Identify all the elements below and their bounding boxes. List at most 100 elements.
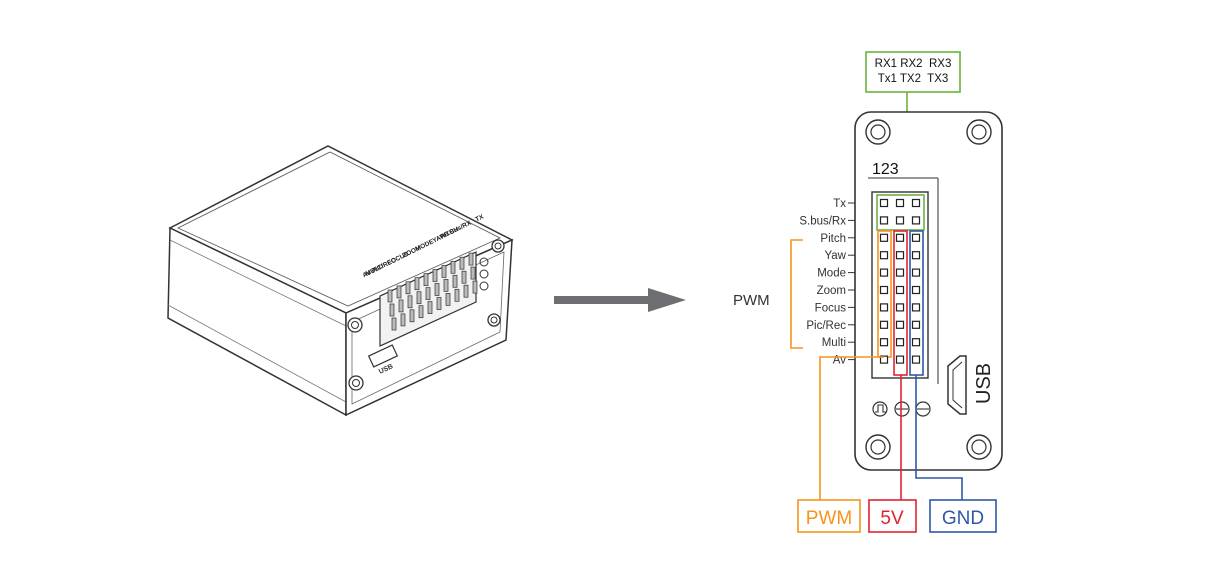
column-numbers: 123 [872, 161, 899, 178]
device-pin [407, 295, 413, 309]
device-pin [396, 285, 402, 299]
device-pin [463, 284, 469, 298]
plus-symbol-icon [479, 269, 489, 279]
device-pin [454, 288, 460, 302]
device-usb-port [367, 344, 399, 368]
device-pin [398, 299, 404, 313]
device-pin [452, 274, 458, 288]
pin-square [911, 233, 921, 242]
uart-tx-row: Tx1 TX2 TX3 [878, 73, 949, 85]
usb-label: USB [973, 363, 995, 404]
device-pin [414, 277, 420, 291]
device-pin [387, 289, 393, 303]
pin-square [895, 355, 905, 364]
device-pin [461, 270, 467, 284]
power-output-box [868, 499, 917, 533]
pin-row-label: Zoom [817, 285, 846, 297]
pwm-output-label: PWM [806, 508, 852, 529]
pin-row-label: Focus [815, 302, 847, 314]
device-pin [425, 287, 431, 300]
device-silk-label: AV [362, 269, 373, 279]
pin-square [895, 285, 905, 295]
pwm-group-label: PWM [733, 292, 770, 309]
uart-rx-row: RX1 RX2 RX3 [875, 58, 952, 70]
screw-icon [347, 317, 363, 333]
pin-square [911, 338, 921, 347]
minus-symbol-icon [915, 401, 931, 417]
pin-square [895, 268, 905, 277]
mounting-hole-icon [865, 434, 891, 460]
device-pin [400, 313, 406, 327]
uart-pin-group [876, 194, 925, 231]
screw-icon [487, 313, 501, 327]
pin-row-label: Pitch [820, 233, 846, 245]
pin-square [879, 355, 889, 364]
direction-arrow-icon [554, 288, 686, 312]
pin-square [895, 233, 905, 242]
device-pin [443, 279, 449, 292]
pin-square [911, 285, 921, 295]
pin-square [879, 285, 889, 295]
device-pin [441, 265, 447, 278]
ground-output-box [929, 499, 997, 533]
pin-square [879, 198, 889, 208]
usb-port-icon [947, 355, 967, 415]
pin-row-label: Pic/Rec [806, 320, 846, 332]
device-pin [472, 280, 478, 294]
pin-square [895, 303, 905, 312]
device-pin [427, 301, 433, 314]
pin-row-labels: TxS.bus/RxPitchYawModeZoomFocusPic/RecMu… [799, 198, 855, 367]
signal-symbol-icon [872, 401, 888, 417]
pin-square [911, 355, 921, 364]
plus-symbol-icon [894, 401, 910, 417]
pin-row-label: Multi [822, 337, 846, 349]
device-pin-row [387, 252, 478, 331]
device-pin [459, 256, 465, 270]
mounting-hole-icon [865, 119, 891, 145]
mounting-hole-icon [966, 434, 992, 460]
device-pin [391, 317, 397, 331]
pin-square [895, 198, 905, 208]
pin-square [879, 338, 889, 347]
pwm-wire [819, 356, 884, 500]
pin-square [911, 303, 921, 312]
power-output-label: 5V [880, 508, 904, 529]
pin-square [895, 216, 905, 225]
pin-square [911, 320, 921, 329]
pin-square [879, 303, 889, 312]
device-silk-label: TX [474, 213, 485, 223]
device-pin [470, 266, 476, 280]
screw-icon [491, 239, 505, 253]
device-pin [409, 309, 415, 323]
uart-label-box [865, 51, 961, 93]
pin-square [895, 251, 905, 260]
pin-square [879, 251, 889, 260]
pin-square [911, 268, 921, 277]
mounting-hole-icon [966, 119, 992, 145]
device-pin [416, 291, 422, 305]
pin-square [879, 268, 889, 277]
device-pin [423, 273, 429, 286]
pwm-output-box [797, 499, 861, 533]
device-pin [450, 260, 456, 274]
pin-square [879, 320, 889, 329]
pin-square [911, 198, 921, 208]
device-illustration: USB TXS.Bus/RXPITCHYAWMODEZOOMFOCUSPIC/R… [167, 145, 514, 417]
pin-row-label: Yaw [824, 250, 846, 262]
pin-square [879, 233, 889, 242]
pwm-bracket [790, 239, 803, 349]
pin-row-label: Tx [833, 198, 846, 210]
ground-output-label: GND [942, 508, 984, 529]
minus-symbol-icon [479, 281, 489, 291]
pin-square [911, 251, 921, 260]
pin-square [911, 216, 921, 225]
ground-wire [915, 375, 963, 500]
device-pin [389, 303, 395, 317]
device-pin [434, 283, 440, 296]
device-pin [468, 252, 474, 266]
screw-icon [348, 375, 364, 391]
signal-symbol-icon [479, 257, 489, 267]
pin-square [895, 320, 905, 329]
device-pin [432, 269, 438, 282]
